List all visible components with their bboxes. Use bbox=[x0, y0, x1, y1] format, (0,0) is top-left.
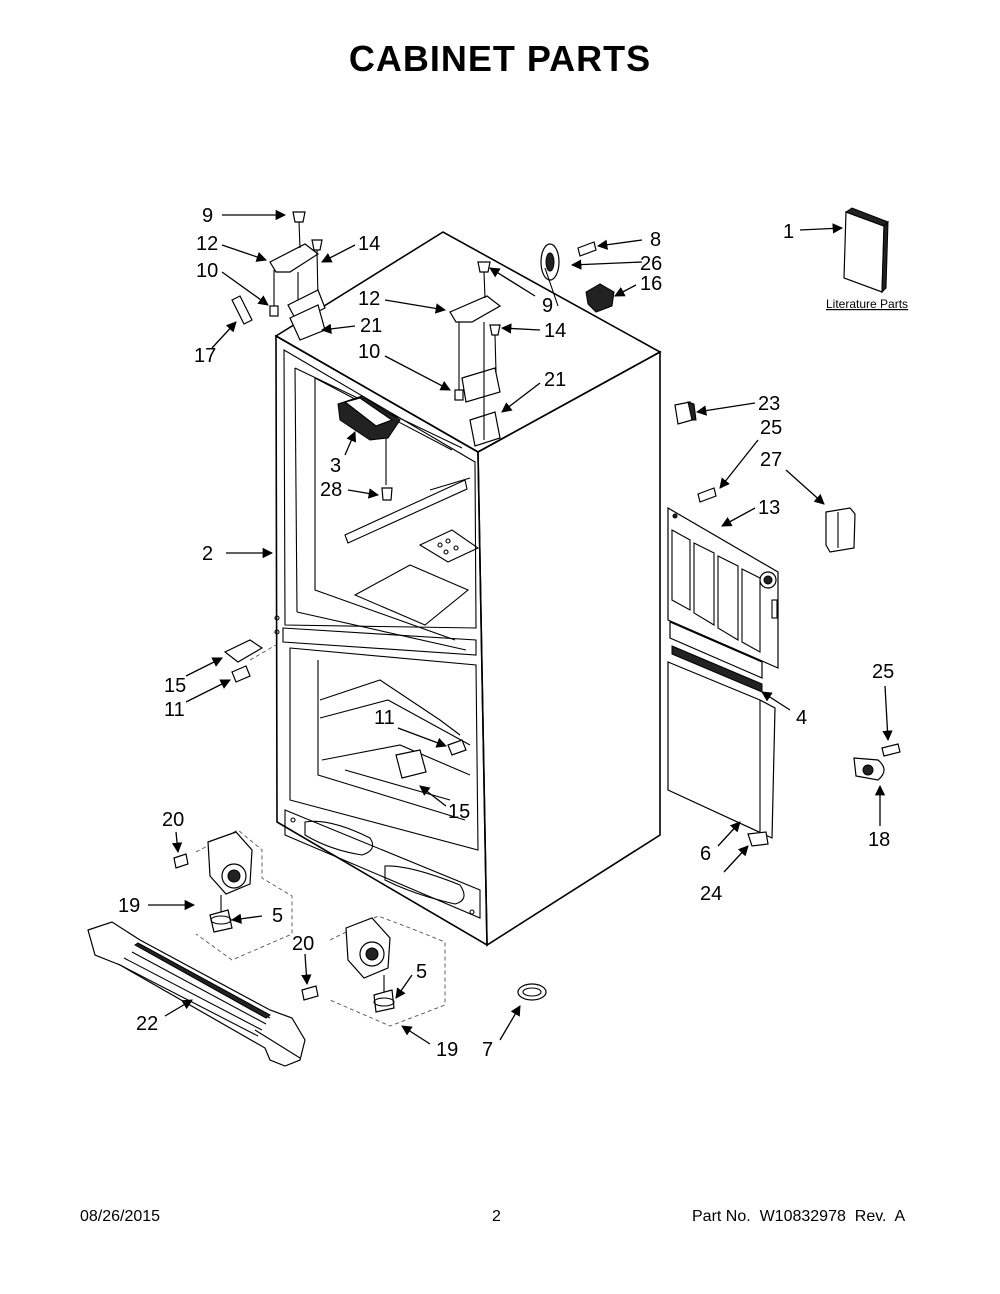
callout-22: 22 bbox=[136, 1013, 158, 1035]
screw-11-right bbox=[447, 739, 467, 756]
screw-25a bbox=[697, 487, 717, 503]
roller-assembly-left bbox=[173, 829, 293, 961]
callout-20-right: 20 bbox=[292, 933, 314, 955]
screw-8 bbox=[577, 241, 597, 257]
callout-11-right: 11 bbox=[374, 707, 395, 729]
machine-compartment-cover bbox=[667, 506, 779, 669]
footer-part-number: Part No. W10832978 Rev. A bbox=[692, 1208, 906, 1225]
callout-26: 26 bbox=[640, 253, 662, 275]
literature-parts-label: Literature Parts bbox=[826, 297, 908, 311]
footer-date: 08/26/2015 bbox=[80, 1208, 161, 1225]
callout-3: 3 bbox=[330, 455, 341, 477]
callout-6: 6 bbox=[700, 843, 711, 865]
callout-11-left: 11 bbox=[164, 699, 185, 721]
screw-25b bbox=[881, 743, 901, 757]
callout-arrows bbox=[148, 209, 893, 1045]
callout-21-right: 21 bbox=[544, 369, 566, 391]
callout-10-left: 10 bbox=[196, 260, 218, 282]
control-housing bbox=[337, 395, 401, 485]
callout-12-left: 12 bbox=[196, 233, 218, 255]
top-hinge-right bbox=[449, 261, 502, 447]
callout-8: 8 bbox=[650, 229, 661, 251]
ring-7 bbox=[517, 983, 547, 1001]
screw-11-left bbox=[231, 665, 251, 683]
callout-9-right: 9 bbox=[542, 295, 553, 317]
tube-17 bbox=[231, 295, 253, 325]
callout-14-right: 14 bbox=[544, 320, 566, 342]
callout-2: 2 bbox=[202, 543, 213, 565]
callout-12-right: 12 bbox=[358, 288, 380, 310]
cabinet-shell bbox=[274, 231, 662, 947]
footer-page-number: 2 bbox=[492, 1208, 501, 1225]
top-hinge-left bbox=[269, 211, 326, 341]
toe-grille bbox=[87, 921, 306, 1067]
callout-9-left: 9 bbox=[202, 205, 213, 227]
callout-1: 1 bbox=[783, 221, 794, 243]
callout-19-right: 19 bbox=[436, 1039, 458, 1061]
callout-19-left: 19 bbox=[118, 895, 140, 917]
callout-4: 4 bbox=[796, 707, 807, 729]
callout-labels: 9 12 10 14 21 17 12 9 14 10 21 3 28 2 8 … bbox=[118, 205, 894, 1061]
roller-assembly-right bbox=[301, 915, 446, 1027]
callout-24: 24 bbox=[700, 883, 722, 905]
screw-28 bbox=[381, 487, 393, 501]
callout-20-left: 20 bbox=[162, 809, 184, 831]
callout-17: 17 bbox=[194, 345, 216, 367]
callout-21-left: 21 bbox=[360, 315, 382, 337]
callout-27: 27 bbox=[760, 449, 782, 471]
callout-5-right: 5 bbox=[416, 961, 427, 983]
callout-5-left: 5 bbox=[272, 905, 283, 927]
callout-18: 18 bbox=[868, 829, 890, 851]
page-title: CABINET PARTS bbox=[348, 38, 652, 79]
callout-25-top: 25 bbox=[760, 417, 782, 439]
callout-28: 28 bbox=[320, 479, 342, 501]
callout-14-left: 14 bbox=[358, 233, 380, 255]
clip-16 bbox=[585, 283, 615, 313]
callout-13: 13 bbox=[758, 497, 780, 519]
clip-24 bbox=[747, 831, 769, 847]
strip-4 bbox=[669, 621, 763, 679]
bracket-15-right bbox=[395, 749, 427, 779]
callout-7: 7 bbox=[482, 1039, 493, 1061]
access-panel-6 bbox=[667, 661, 776, 839]
callout-15-right: 15 bbox=[448, 801, 470, 823]
callout-25-right: 25 bbox=[872, 661, 894, 683]
callout-16: 16 bbox=[640, 273, 662, 295]
callout-10-right: 10 bbox=[358, 341, 380, 363]
bracket-15-left bbox=[223, 639, 264, 663]
wheel-26 bbox=[540, 243, 560, 307]
bracket-27 bbox=[825, 507, 856, 553]
literature-booklet: Literature Parts bbox=[826, 207, 908, 311]
callout-23: 23 bbox=[758, 393, 780, 415]
callout-15-left: 15 bbox=[164, 675, 186, 697]
